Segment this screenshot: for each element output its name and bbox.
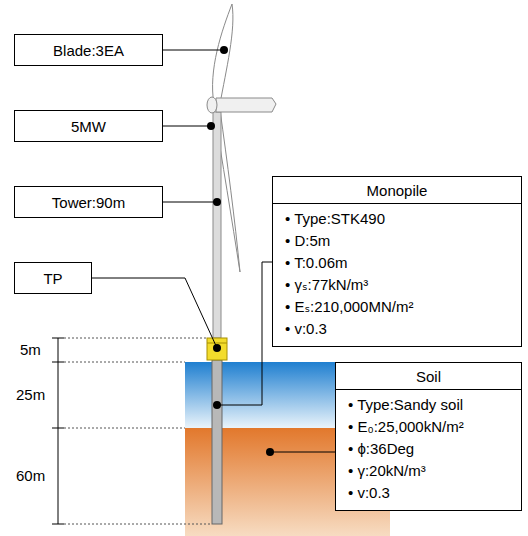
transition-piece (207, 338, 227, 360)
spec-item: • v:0.3 (336, 482, 521, 504)
leader-line (163, 126, 211, 127)
callout-box: TP (14, 262, 92, 294)
leader-dot (213, 401, 221, 409)
dimension-label: 25m (16, 386, 45, 403)
dimension-label: 5m (20, 341, 41, 358)
nacelle (216, 98, 276, 112)
level-lines (64, 338, 212, 524)
dimension-line (58, 338, 59, 524)
tp-flange (207, 343, 227, 344)
leader-line (217, 262, 272, 405)
leader-dot (220, 46, 228, 54)
callout-text: TP (43, 270, 62, 287)
leader-dot (207, 122, 215, 130)
spec-item: • v:0.3 (273, 318, 521, 340)
callout-box: 5MW (14, 110, 163, 142)
leader-dots (207, 46, 274, 456)
spec-item: • γₛ:77kN/m³ (273, 274, 521, 296)
panel-heading: Monopile (273, 177, 521, 204)
callout-box: Tower:90m (14, 186, 163, 218)
leader-line (92, 278, 217, 348)
spec-item: • ϕ:36Deg (336, 438, 521, 460)
spec-item: • Type:STK490 (273, 208, 521, 230)
spec-panel: Monopile • Type:STK490• D:5m• T:0.06m• γₛ… (272, 176, 522, 347)
callout-box: Blade:3EA (14, 34, 163, 66)
level-line (64, 524, 212, 525)
dimension-tick (52, 362, 64, 363)
dimension-tick (52, 338, 64, 339)
spec-item: • D:5m (273, 230, 521, 252)
dimension-label: 60m (16, 467, 45, 484)
dimension-tick (52, 428, 64, 429)
leader-line (163, 202, 217, 203)
spec-item: • T:0.06m (273, 252, 521, 274)
level-line (64, 428, 185, 429)
panel-heading: Soil (336, 363, 521, 390)
spec-item: • Eₛ:210,000MN/m² (273, 296, 521, 318)
callout-text: Tower:90m (52, 194, 125, 211)
monopile (212, 360, 222, 524)
dimension-tick (52, 524, 64, 525)
spec-item: • Type:Sandy soil (336, 394, 521, 416)
tower (213, 112, 221, 338)
leader-dot (213, 198, 221, 206)
callout-text: Blade:3EA (53, 42, 124, 59)
leader-line (163, 50, 224, 51)
dimension-lines (52, 338, 64, 524)
callout-text: 5MW (71, 118, 106, 135)
spec-item: • γ:20kN/m³ (336, 460, 521, 482)
leader-dot (213, 344, 221, 352)
hub (207, 97, 217, 113)
blade (213, 4, 233, 104)
level-line (64, 338, 207, 339)
level-line (64, 362, 185, 363)
spec-panel: Soil • Type:Sandy soil• E₀:25,000kN/m²• ϕ… (335, 362, 522, 511)
leader-dot (266, 448, 274, 456)
spec-item: • E₀:25,000kN/m² (336, 416, 521, 438)
leader-line (270, 452, 335, 453)
